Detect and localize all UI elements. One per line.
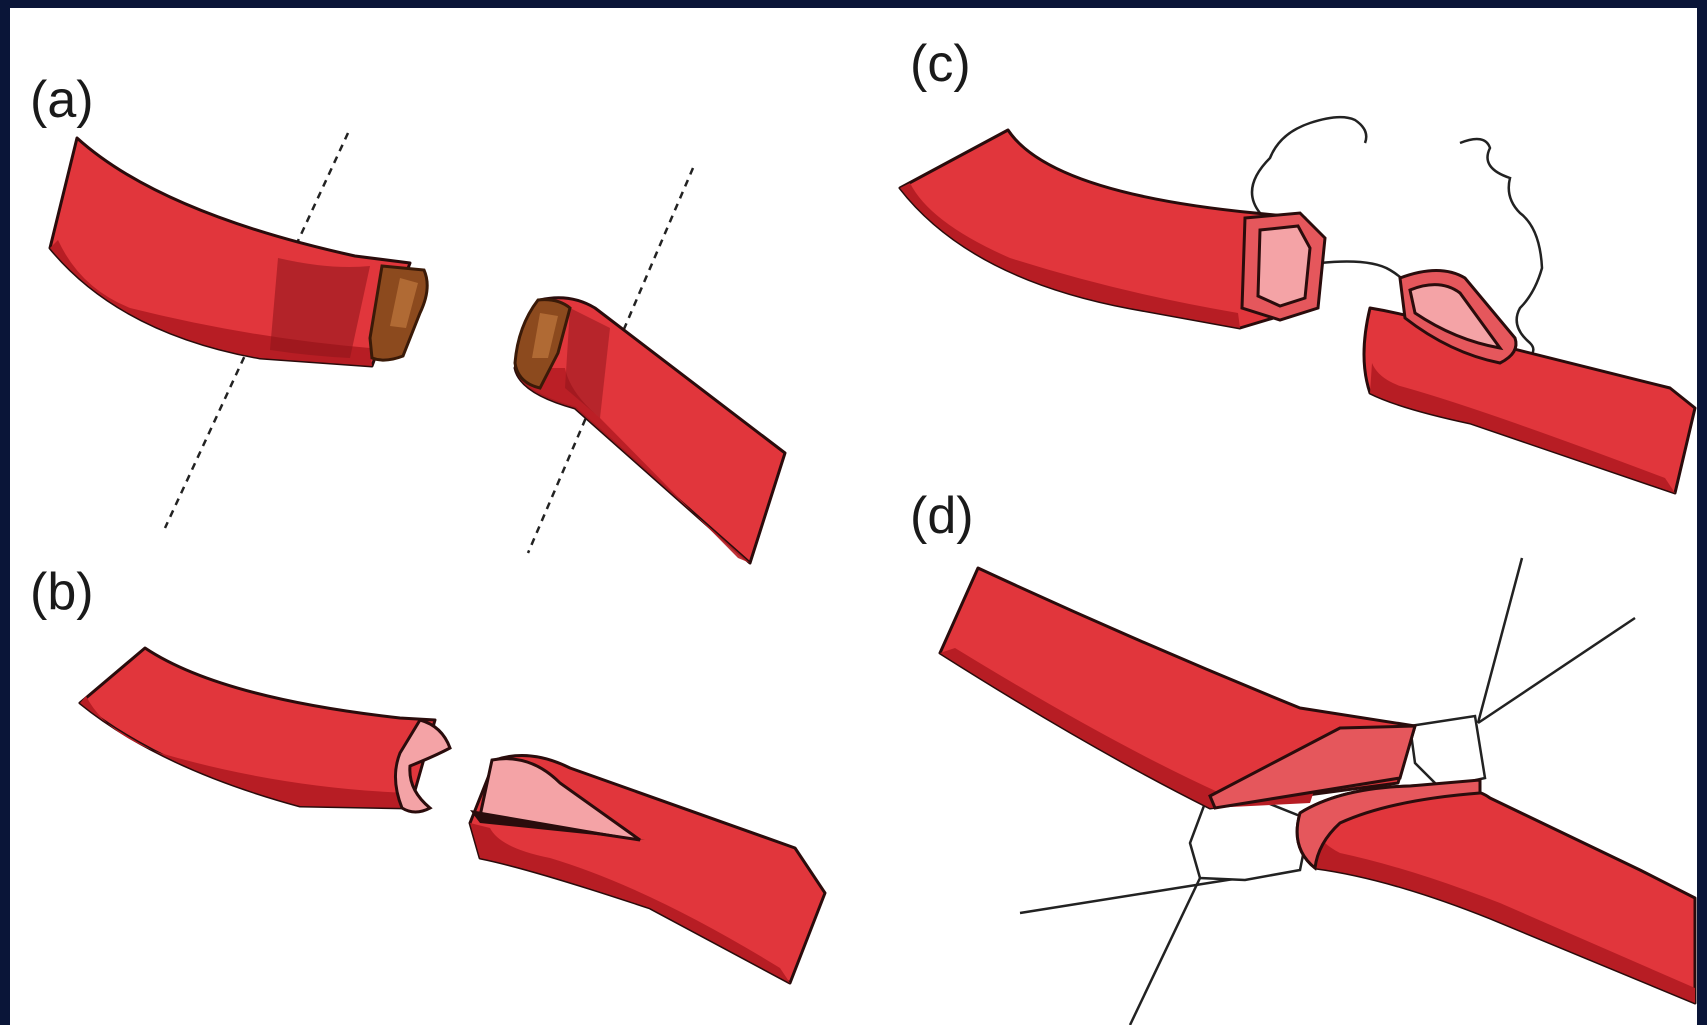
vessel-segment-b-right	[470, 756, 825, 984]
vessel-segment-c-left	[900, 130, 1325, 328]
panel-c	[900, 117, 1695, 493]
vessel-segment-d-lower	[1297, 780, 1695, 1003]
gap-d-upper	[1410, 716, 1485, 788]
vessel-segment-a-right	[515, 298, 785, 563]
panel-b	[80, 648, 825, 983]
panel-d	[940, 558, 1695, 1025]
vessel-segment-a-left	[50, 138, 427, 366]
panel-a	[50, 133, 785, 563]
suture-c-1	[1252, 117, 1366, 213]
suture-c-3	[1320, 262, 1413, 308]
vessel-segment-d-upper	[940, 568, 1415, 808]
gap-d-lower	[1190, 798, 1310, 880]
anastomosis-diagram	[10, 8, 1697, 1025]
figure-frame: (a) (b) (c) (d)	[10, 8, 1697, 1025]
vessel-segment-c-right	[1364, 271, 1695, 494]
vessel-segment-b-left	[80, 648, 450, 812]
